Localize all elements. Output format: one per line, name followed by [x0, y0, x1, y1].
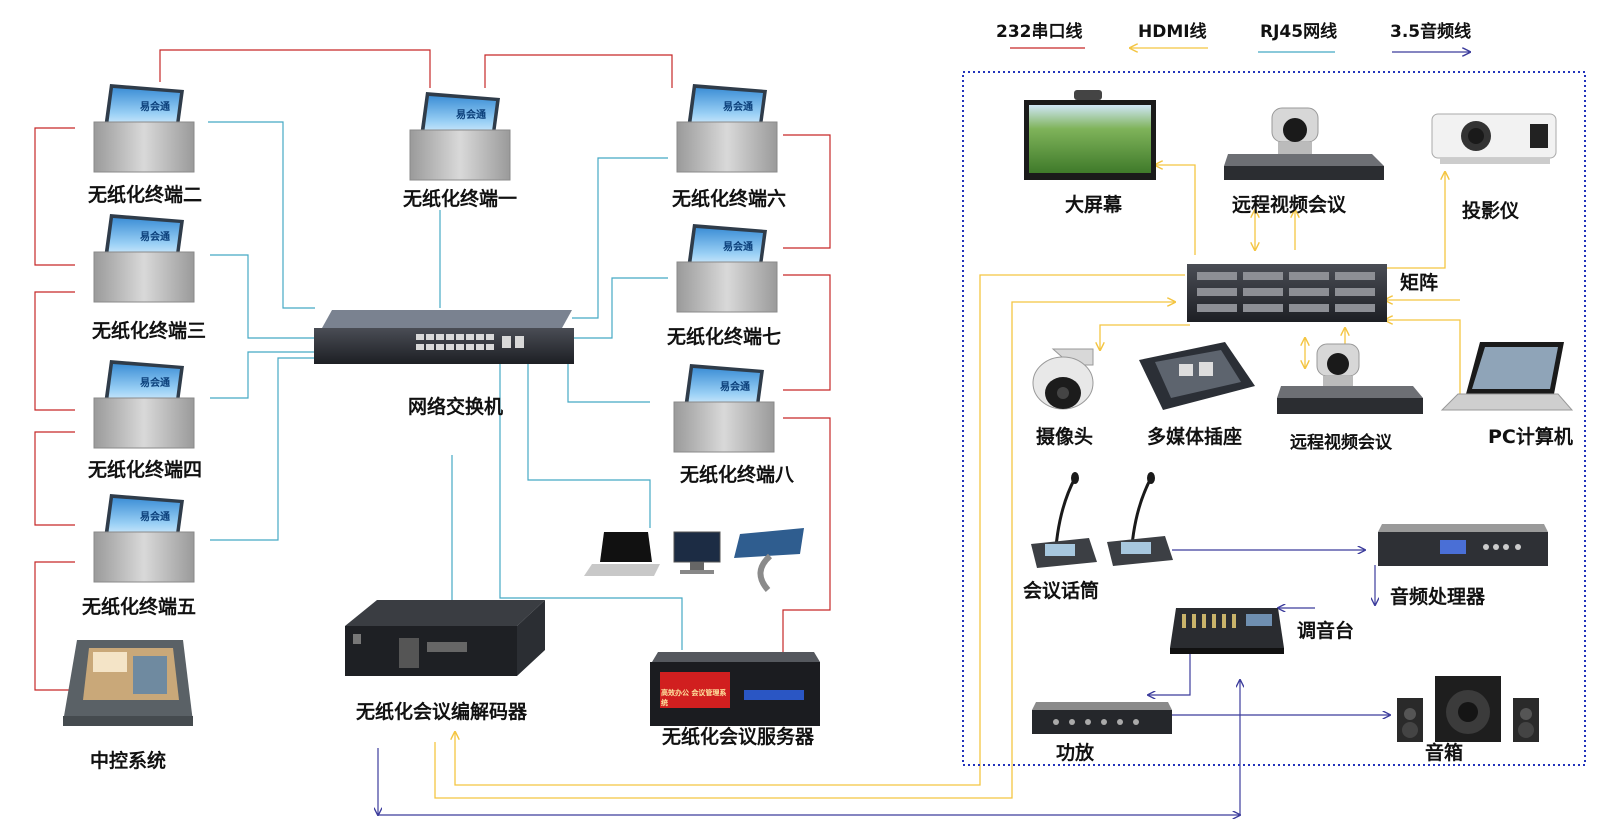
- terminal-icon: [676, 84, 778, 173]
- floor-socket-icon: [1139, 342, 1255, 410]
- control-tablet-icon: [63, 640, 193, 726]
- terminal-icon: [93, 494, 195, 583]
- video-conf-top-label: 远程视频会议: [1232, 194, 1347, 216]
- projector-icon: [1431, 113, 1557, 164]
- audio-processor-icon: [1378, 524, 1548, 566]
- switch-label: 网络交换机: [408, 396, 504, 418]
- multimedia-label: 多媒体插座: [1147, 426, 1243, 448]
- terminal-5-label: 无纸化终端五: [82, 596, 197, 618]
- projector-label: 投影仪: [1462, 200, 1520, 222]
- terminal-screen-logo: 易会通: [140, 378, 170, 389]
- legend-audio-label: 3.5音频线: [1390, 22, 1472, 42]
- codec-label: 无纸化会议编解码器: [356, 701, 528, 723]
- server-panel-text: 高效办公 会议管理系统: [661, 689, 727, 707]
- terminal-icon: [93, 84, 195, 173]
- mixing-console-icon: [1170, 608, 1284, 654]
- serial-lines: [34, 49, 831, 691]
- rack-server-icon: [650, 652, 820, 726]
- matrix-switcher-icon: [1187, 264, 1387, 322]
- terminal-screen-logo: 易会通: [720, 382, 750, 393]
- terminal-icon: [676, 224, 778, 313]
- big-screen-label: 大屏幕: [1065, 194, 1123, 216]
- terminal-7-label: 无纸化终端七: [667, 326, 782, 348]
- terminal-screen-logo: 易会通: [723, 242, 753, 253]
- amplifier-icon: [1032, 702, 1172, 734]
- terminal-icon: [673, 364, 775, 453]
- legend-rj45-label: RJ45网线: [1260, 22, 1338, 42]
- terminal-1-label: 无纸化终端一: [403, 188, 518, 210]
- rj45-lines: [208, 121, 683, 650]
- terminal-icon: [409, 92, 511, 181]
- speaker-label: 音箱: [1425, 742, 1464, 764]
- camera-label: 摄像头: [1036, 426, 1094, 448]
- terminal-2-label: 无纸化终端二: [88, 184, 203, 206]
- ptz-video-camera-icon: [1224, 107, 1384, 180]
- terminal-screen-logo: 易会通: [140, 512, 170, 523]
- legend-serial-label: 232串口线: [996, 22, 1083, 42]
- terminal-screen-logo: 易会通: [723, 102, 753, 113]
- video-conf-bottom-label: 远程视频会议: [1290, 433, 1392, 453]
- server-label: 无纸化会议服务器: [662, 726, 815, 748]
- terminal-3-label: 无纸化终端三: [92, 320, 207, 342]
- hdmi-lines: [434, 165, 1461, 799]
- audio-lines: [378, 550, 1390, 815]
- speaker-icon: [1397, 676, 1539, 742]
- legend-hdmi-label: HDMI线: [1138, 22, 1207, 42]
- control-label: 中控系统: [90, 750, 167, 772]
- terminal-screen-logo: 易会通: [456, 110, 486, 121]
- av-system-frame: [962, 71, 1586, 766]
- terminal-6-label: 无纸化终端六: [672, 188, 787, 210]
- pc-label: PC计算机: [1488, 426, 1573, 448]
- amplifier-label: 功放: [1056, 742, 1095, 764]
- matrix-label: 矩阵: [1400, 272, 1439, 294]
- dome-camera-icon: [1032, 348, 1094, 410]
- mixer-label: 调音台: [1297, 620, 1355, 642]
- terminal-4-label: 无纸化终端四: [88, 459, 203, 481]
- audio-processor-label: 音频处理器: [1390, 586, 1486, 608]
- laptop-monitor-kiosk-icon: [584, 528, 804, 592]
- network-switch-icon: [314, 310, 574, 364]
- ptz-video-camera-icon: [1277, 343, 1423, 414]
- legend-samples: [1010, 48, 1470, 52]
- mic-label: 会议话筒: [1023, 580, 1100, 602]
- terminal-screen-logo: 易会通: [140, 102, 170, 113]
- gooseneck-microphone-icon: [1031, 472, 1173, 568]
- terminal-screen-logo: 易会通: [140, 232, 170, 243]
- terminal-icon: [93, 214, 195, 303]
- rack-codec-icon: [345, 600, 545, 676]
- terminal-8-label: 无纸化终端八: [680, 464, 795, 486]
- terminal-icon: [93, 360, 195, 449]
- laptop-icon: [1440, 342, 1574, 411]
- tv-screen-icon: [1024, 90, 1156, 180]
